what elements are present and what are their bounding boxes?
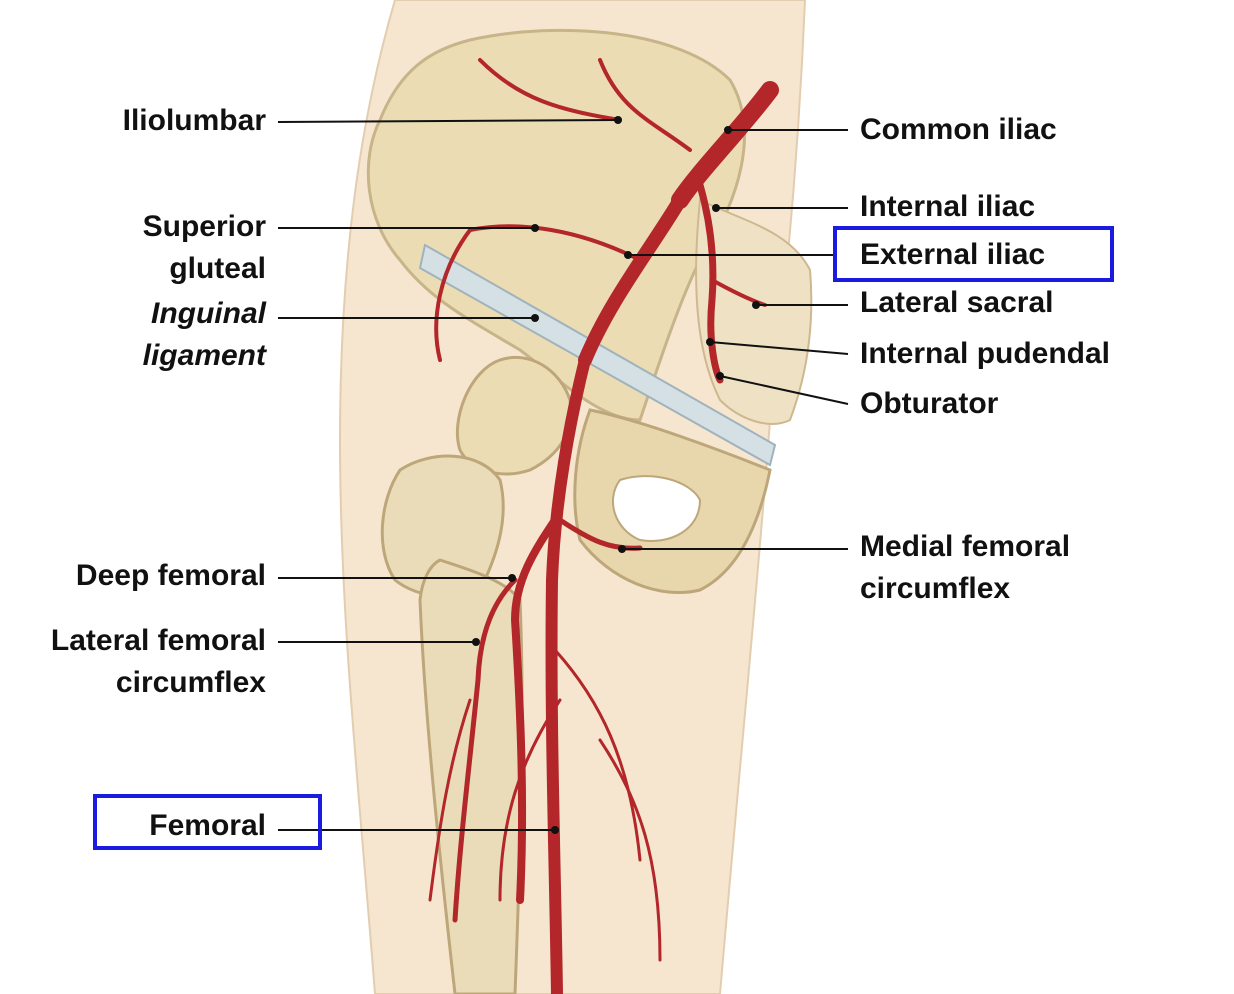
- label-lateral-femoral-circumflex-line2: circumflex: [115, 666, 266, 699]
- label-common-iliac: Common iliac: [860, 113, 1057, 146]
- lateral-sacral-artery: [710, 278, 767, 307]
- leader-obturator: [719, 375, 849, 405]
- label-inguinal-ligament-line2: ligament: [142, 339, 266, 372]
- branches-leg: [428, 648, 662, 962]
- label-deep-femoral: Deep femoral: [75, 559, 266, 592]
- label-inguinal-ligament-line1: Inguinal: [151, 297, 266, 330]
- leader-internal-pudendal: [709, 341, 849, 355]
- femoral-artery: [545, 354, 591, 994]
- common-iliac-artery: [671, 81, 779, 209]
- deep-femoral-artery: [510, 516, 559, 904]
- leader-lines: [277, 119, 849, 831]
- leader-iliolumbar: [277, 119, 619, 123]
- label-lateral-sacral: Lateral sacral: [860, 286, 1054, 319]
- highlight-box-external-iliac: [833, 226, 1114, 282]
- inguinal-ligament-shape: [418, 243, 777, 467]
- lateral-femoral-circumflex-artery: [452, 577, 518, 923]
- label-internal-iliac: Internal iliac: [860, 190, 1036, 223]
- label-obturator: Obturator: [860, 387, 999, 420]
- arteries: [428, 58, 779, 994]
- femur-head-neck: [455, 355, 573, 476]
- label-lateral-femoral-circumflex-line1: Lateral femoral: [50, 624, 266, 657]
- label-medial-femoral-circumflex-line1: Medial femoral: [860, 530, 1071, 563]
- iliolumbar-artery: [478, 58, 692, 152]
- obturator-foramen: [611, 475, 702, 542]
- internal-iliac-artery: [696, 181, 724, 384]
- label-external-iliac: External iliac: [860, 238, 1046, 271]
- highlight-box-femoral: [93, 794, 322, 850]
- label-superior-gluteal-line2: gluteal: [169, 252, 266, 285]
- label-internal-pudendal: Internal pudendal: [860, 337, 1111, 370]
- external-iliac-artery: [578, 193, 687, 367]
- label-superior-gluteal-line1: Superior: [142, 210, 266, 243]
- label-iliolumbar: Iliolumbar: [122, 104, 266, 137]
- label-femoral: Femoral: [149, 809, 266, 842]
- leader-dots: [472, 116, 760, 834]
- label-medial-femoral-circumflex-line2: circumflex: [860, 572, 1011, 605]
